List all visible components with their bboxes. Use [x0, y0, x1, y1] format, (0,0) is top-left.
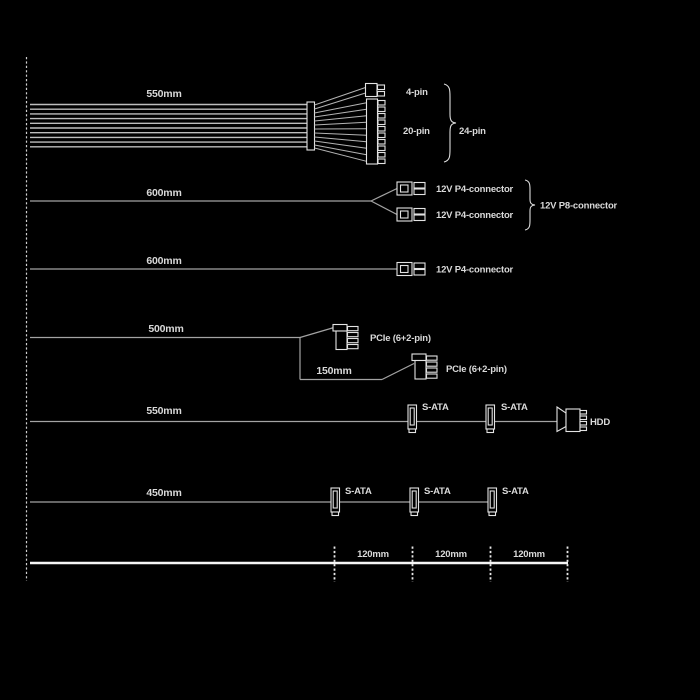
- label-sata-hdd-length: 550mm: [146, 405, 181, 417]
- cable-row-atx: 550mm 4-pin 20-pin 24-pin: [30, 82, 486, 165]
- cable-row-pcie: 500mm 150mm PCIe (6+2-pin) PCIe (6+2-pin…: [30, 323, 507, 381]
- p4-connector-icon: [396, 261, 426, 277]
- pcie-branch-1: [299, 326, 335, 339]
- cable-row-p4: 600mm 12V P4-connector: [30, 255, 514, 277]
- label-sata2-2: S-ATA: [424, 486, 451, 497]
- label-p4-length: 600mm: [146, 255, 181, 267]
- pcie-connector-icon-2: [411, 353, 438, 380]
- label-pcie-2: PCIe (6+2-pin): [446, 364, 507, 375]
- label-4pin: 4-pin: [406, 87, 428, 98]
- label-20pin: 20-pin: [403, 126, 430, 137]
- label-pcie-extension: 150mm: [316, 365, 351, 377]
- sata-connector-icon-1: [407, 404, 418, 434]
- brace-p8: [524, 179, 536, 231]
- label-p8: 12V P8-connector: [540, 201, 618, 212]
- cable-row-sata-hdd: 550mm S-ATA S-ATA HDD: [30, 402, 611, 434]
- cable-row-eps: 600mm 12V P4-connector 12V P4-connector …: [30, 179, 618, 231]
- label-ruler-seg-3: 120mm: [513, 549, 545, 560]
- label-ruler-seg-2: 120mm: [435, 549, 467, 560]
- sata2-connector-icon-1: [330, 487, 341, 517]
- sata-connector-icon-2: [485, 404, 496, 434]
- label-eps-length: 600mm: [146, 187, 181, 199]
- label-sata-1: S-ATA: [422, 402, 449, 413]
- atx-fanout-wires: [314, 87, 367, 162]
- atx-ribbon-wires: [30, 103, 308, 148]
- label-sata-2: S-ATA: [501, 402, 528, 413]
- label-sata2-3: S-ATA: [502, 486, 529, 497]
- label-p4-connector: 12V P4-connector: [436, 265, 514, 276]
- atx-4pin-connector-icon: [364, 82, 386, 98]
- pcie-branch-2: [381, 362, 415, 381]
- eps-branch-upper: [370, 187, 398, 202]
- label-ruler-seg-1: 120mm: [357, 549, 389, 560]
- label-hdd: HDD: [590, 417, 610, 428]
- hdd-connector-icon: [556, 405, 588, 433]
- eps-branch-lower: [370, 200, 398, 216]
- ruler: 120mm 120mm 120mm: [30, 546, 569, 582]
- label-sata-length: 450mm: [146, 487, 181, 499]
- sata2-connector-icon-2: [409, 487, 420, 517]
- eps-p4-connector-icon-1: [396, 181, 426, 196]
- label-24pin: 24-pin: [459, 126, 486, 137]
- eps-p4-connector-icon-2: [396, 207, 426, 222]
- brace-24pin: [443, 83, 457, 163]
- label-pcie-length: 500mm: [148, 323, 183, 335]
- label-atx-length: 550mm: [146, 88, 181, 100]
- label-eps-p4-2: 12V P4-connector: [436, 210, 514, 221]
- cable-row-sata: 450mm S-ATA S-ATA S-ATA: [30, 486, 529, 517]
- label-sata2-1: S-ATA: [345, 486, 372, 497]
- sata2-connector-icon-3: [487, 487, 498, 517]
- atx-gather-bar: [306, 101, 316, 151]
- label-pcie-1: PCIe (6+2-pin): [370, 333, 431, 344]
- label-eps-p4-1: 12V P4-connector: [436, 184, 514, 195]
- pcie-connector-icon-1: [332, 323, 359, 351]
- atx-20pin-connector-icon: [365, 98, 386, 165]
